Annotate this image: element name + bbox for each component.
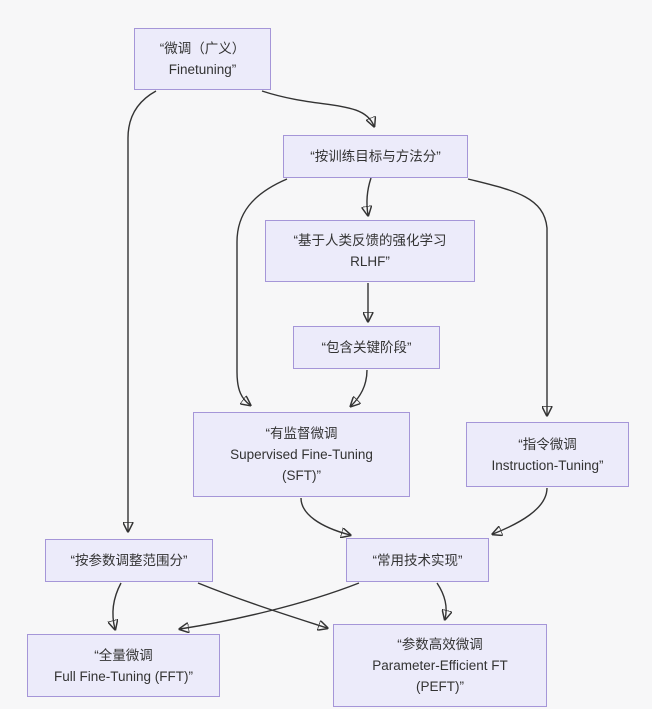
node-label-line: Finetuning”	[168, 62, 237, 77]
node-label-line: “微调（广义）	[159, 41, 246, 56]
node-label-line: RLHF”	[350, 254, 390, 269]
edge-sft-common-techniques	[300, 497, 350, 535]
node-label-line: “参数高效微调	[397, 637, 483, 652]
edge-split-by-objective-sft	[236, 178, 288, 405]
node-label-line: (SFT)”	[282, 468, 321, 483]
edge-split-by-scope-fft	[113, 582, 122, 629]
node-label-line: Parameter-Efficient FT	[372, 658, 508, 673]
edge-finetuning-split-by-objective	[261, 90, 374, 126]
node-label-line: “指令微调	[518, 436, 577, 452]
node-common-techniques: “常用技术实现”	[346, 538, 489, 582]
node-label-line: “包含关键阶段”	[321, 340, 412, 355]
node-label-line: (PEFT)”	[416, 679, 464, 694]
node-peft: “参数高效微调 Parameter-Efficient FT (PEFT)”	[333, 624, 547, 707]
edge-split-by-scope-peft	[197, 582, 327, 628]
node-label-line: “按训练目标与方法分”	[310, 149, 441, 164]
edge-split-by-objective-instruction-tuning	[467, 178, 547, 415]
node-instruction-tuning: “指令微调 Instruction-Tuning”	[466, 422, 629, 487]
node-label-line: Supervised Fine-Tuning	[230, 447, 373, 462]
node-label-line: “常用技术实现”	[372, 552, 463, 568]
edge-common-techniques-peft	[436, 582, 446, 619]
edge-finetuning-split-by-scope	[128, 90, 157, 531]
node-label-line: “基于人类反馈的强化学习	[293, 233, 447, 248]
edge-common-techniques-fft	[180, 582, 360, 629]
node-label-line: Full Fine-Tuning (FFT)”	[53, 668, 193, 684]
node-label-line: Instruction-Tuning”	[491, 457, 604, 473]
node-key-stages: “包含关键阶段”	[293, 326, 440, 369]
edge-key-stages-sft	[351, 369, 368, 406]
node-finetuning: “微调（广义） Finetuning”	[134, 28, 271, 90]
edge-instruction-tuning-common-techniques	[493, 487, 548, 534]
node-sft: “有监督微调 Supervised Fine-Tuning (SFT)”	[193, 412, 410, 497]
edge-split-by-objective-rlhf	[367, 177, 371, 215]
node-split-by-scope: “按参数调整范围分”	[45, 539, 213, 582]
node-label-line: “按参数调整范围分”	[70, 553, 188, 568]
node-rlhf: “基于人类反馈的强化学习 RLHF”	[265, 220, 475, 282]
node-split-by-objective: “按训练目标与方法分”	[283, 135, 468, 178]
node-label-line: “有监督微调	[265, 426, 338, 441]
node-fft: “全量微调 Full Fine-Tuning (FFT)”	[27, 634, 220, 697]
node-label-line: “全量微调	[94, 647, 153, 663]
